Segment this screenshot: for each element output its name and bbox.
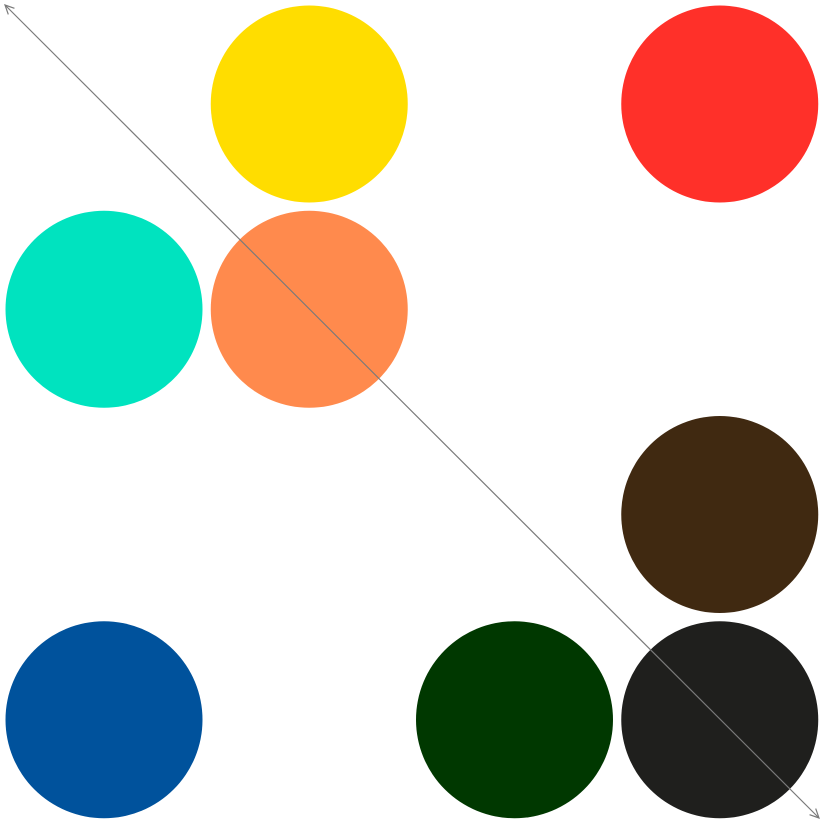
- circle-brown: [621, 416, 819, 613]
- diagonal-arrow-line: [4, 4, 820, 819]
- circles-layer: [5, 5, 819, 819]
- circle-yellow: [210, 5, 408, 203]
- arrowhead-end: [809, 808, 820, 819]
- circle-turquoise: [5, 210, 203, 408]
- circle-red: [621, 5, 819, 203]
- arrowhead-start: [4, 4, 15, 15]
- arrow-layer: [4, 4, 820, 819]
- circle-dark-green: [416, 621, 613, 819]
- circle-blue: [5, 621, 203, 819]
